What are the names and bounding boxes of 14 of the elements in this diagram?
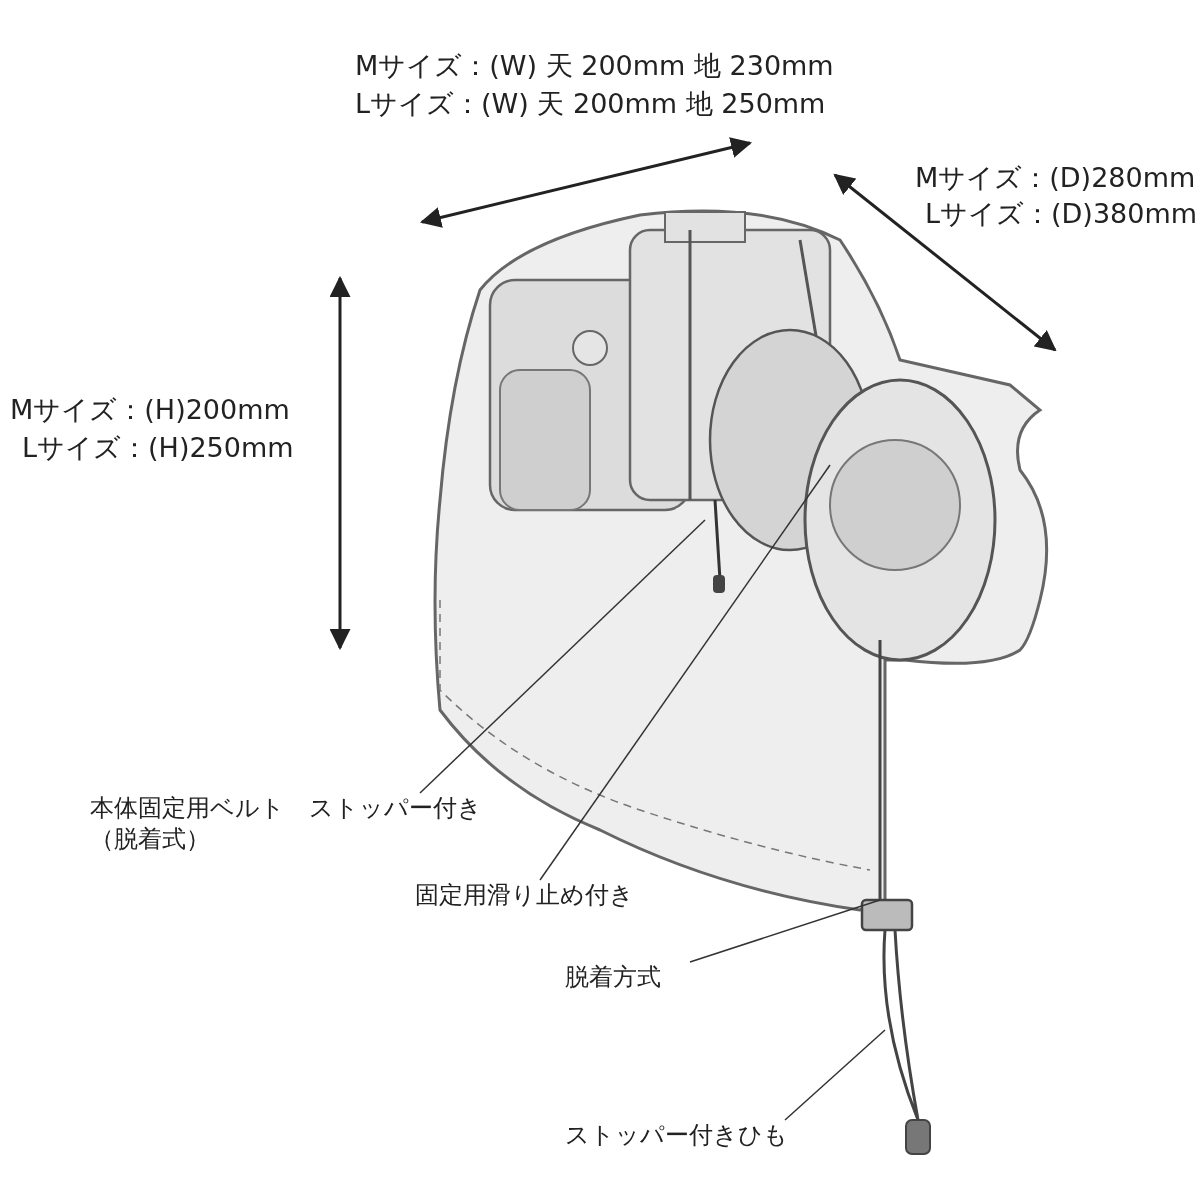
leader-line [689, 899, 881, 963]
callout-text: 脱着方式 [565, 962, 785, 994]
callout-text: 本体固定用ベルト ストッパー付き（脱着式） [90, 793, 520, 856]
leader-line [419, 519, 706, 794]
dimension-label: Mサイズ：(H)200mm [10, 393, 290, 427]
callout-text: 固定用滑り止め付き [415, 880, 675, 912]
dimension-label: Lサイズ：(H)250mm [22, 431, 294, 465]
leader-line [539, 464, 831, 881]
callout-text: ストッパー付きひも [565, 1120, 805, 1152]
dimension-label: Mサイズ：(W) 天 200mm 地 230mm [355, 49, 834, 83]
dimension-label: Lサイズ：(D)380mm [925, 197, 1198, 231]
leader-line [784, 1029, 886, 1121]
dimension-label: Lサイズ：(W) 天 200mm 地 250mm [355, 87, 826, 121]
dimension-label: Mサイズ：(D)280mm [915, 161, 1196, 195]
